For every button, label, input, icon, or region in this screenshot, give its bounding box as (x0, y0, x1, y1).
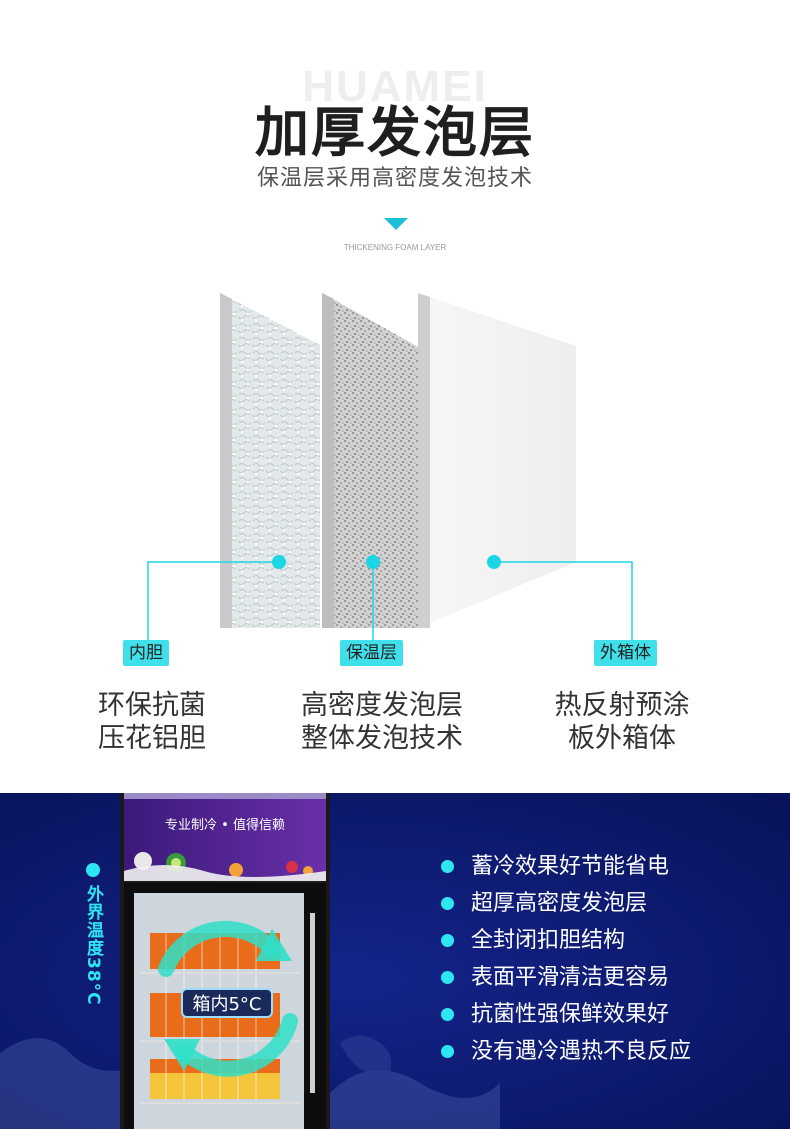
layer-label-inner-liner: 内胆 (123, 640, 169, 666)
outer-cabinet-panel (418, 293, 576, 628)
bullet-dot-icon (441, 860, 454, 873)
layer-label-outer-cabinet: 外箱体 (594, 640, 657, 666)
feature-item: 超厚高密度发泡层 (441, 885, 771, 922)
english-tag: THICKENING FOAM LAYER (343, 243, 447, 252)
bullet-dot-icon (441, 1008, 454, 1021)
layer-desc-line: 热反射预涂 (554, 690, 690, 721)
feature-text: 蓄冷效果好节能省电 (471, 854, 670, 879)
feature-text: 抗菌性强保鲜效果好 (471, 1002, 670, 1027)
layer-panels-illustration (147, 293, 633, 640)
page-subtitle: 保温层采用高密度发泡技术 (256, 166, 533, 191)
layer-desc-line: 高密度发泡层 (301, 690, 463, 721)
feature-item: 抗菌性强保鲜效果好 (441, 996, 771, 1033)
feature-list: 蓄冷效果好节能省电 超厚高密度发泡层 全封闭扣胆结构 表面平滑清洁更容易 抗菌性… (441, 848, 771, 1070)
background-art (0, 793, 790, 1129)
fridge-slogan: 专业制冷 • 值得信赖 (165, 818, 285, 833)
feature-item: 蓄冷效果好节能省电 (441, 848, 771, 885)
inside-temperature-badge: 箱内5°C (181, 988, 273, 1018)
bullet-dot-icon (441, 897, 454, 910)
page-title: 加厚发泡层 (255, 101, 535, 164)
outside-temperature-dot-icon (86, 863, 100, 877)
insulation-foam-panel (322, 293, 420, 628)
feature-item: 全封闭扣胆结构 (441, 922, 771, 959)
foam-layer-section: HUAMEI 加厚发泡层 保温层采用高密度发泡技术 THICKENING FOA… (52, 62, 722, 755)
layer-desc-line: 压花铝胆 (98, 723, 206, 754)
feature-text: 表面平滑清洁更容易 (471, 965, 670, 990)
cold-smoke-decoration (0, 1035, 500, 1129)
inner-liner-panel (220, 293, 320, 628)
feature-item: 表面平滑清洁更容易 (441, 959, 771, 996)
outer-cabinet-marker-dot (487, 555, 501, 569)
inner-liner-marker-dot (272, 555, 286, 569)
display-fridge-illustration (120, 793, 330, 1129)
cold-air-circulation-arrows (158, 920, 298, 1077)
inner-liner-callout-line (147, 561, 279, 640)
down-triangle-icon (384, 218, 408, 230)
fridge-feature-section: 专业制冷 • 值得信赖 箱内5°C 外界温度38°C 蓄冷效果好节能省电 超厚高… (0, 793, 790, 1129)
outer-cabinet-callout-line (494, 561, 633, 640)
layer-desc-line: 整体发泡技术 (301, 723, 463, 754)
bullet-dot-icon (441, 1045, 454, 1058)
bullet-dot-icon (441, 934, 454, 947)
layer-desc-inner-liner: 环保抗菌 压花铝胆 (52, 689, 252, 755)
circulation-arrow-head-icon (256, 929, 292, 961)
feature-text: 全封闭扣胆结构 (471, 928, 626, 953)
feature-text: 没有遇冷遇热不良反应 (471, 1039, 692, 1064)
feature-item: 没有遇冷遇热不良反应 (441, 1033, 771, 1070)
bullet-dot-icon (441, 971, 454, 984)
outside-temperature-label: 外界温度38°C (83, 885, 103, 1006)
insulation-marker-dot (366, 555, 380, 569)
layer-desc-outer-cabinet: 热反射预涂 板外箱体 (522, 689, 722, 755)
brand-watermark: HUAMEI (302, 62, 488, 111)
layer-label-insulation: 保温层 (340, 640, 403, 666)
feature-text: 超厚高密度发泡层 (471, 891, 648, 916)
layer-desc-insulation: 高密度发泡层 整体发泡技术 (282, 689, 482, 755)
layer-desc-line: 板外箱体 (568, 723, 676, 754)
layer-desc-line: 环保抗菌 (98, 690, 206, 721)
circulation-arrow-head-icon (164, 1039, 200, 1071)
